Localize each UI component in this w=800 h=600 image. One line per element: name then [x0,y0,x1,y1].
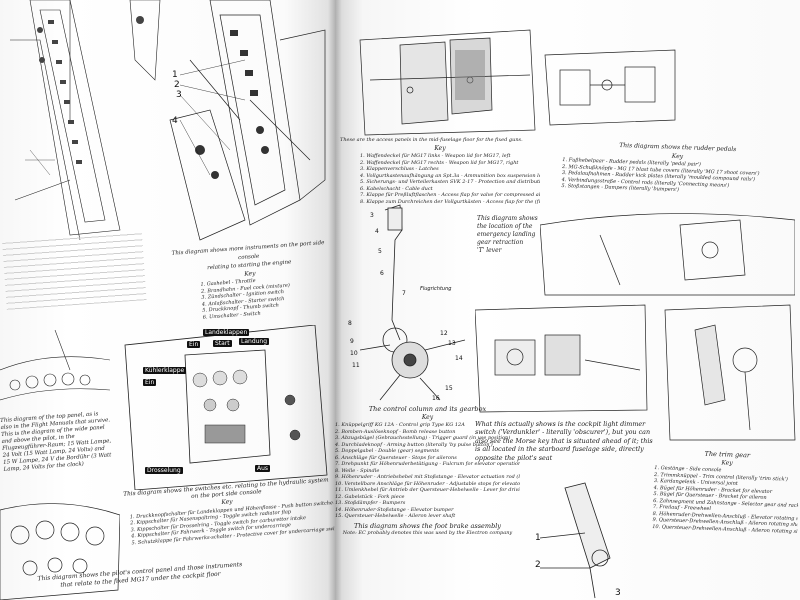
access-key-title: Key [434,144,446,152]
key-item: 3. Abzugsbügel (Gebrauchsstellung) - Tri… [335,435,511,442]
rudder-key-list: 1. Fußhebelpaar - Rudder pedals (literal… [561,157,792,198]
emergency-line: This diagram shows [477,215,538,222]
column-callout: 9 [350,338,354,345]
trim-key-list: 1. Gestänge - Side console 2. Trimmknüpp… [652,465,799,535]
footbrake-note: Note: EC probably denotes this was used … [342,530,513,537]
key-item: 13. Stoßdämpfer - Bumpers [335,500,406,507]
trim-callout-3: 3 [615,588,621,598]
lamps-note: This diagram of the top panel, as is als… [0,411,112,473]
key-item: 2. Bomben-Auslöseknopf - Bomb release bu… [335,428,456,435]
trim-gear-drawing [655,300,800,445]
column-callout: 12 [440,330,448,337]
emergency-line: 'T' lever [477,247,502,254]
key-item: 5. Sicherungs- und Verteilerkasten SVK 2… [360,179,540,186]
emergency-gear-caption: This diagram shows the location of the e… [477,215,547,255]
placard-ein: Ein [187,341,201,348]
emergency-line: emergency landing [477,231,536,238]
emergency-gear-lever-drawing [540,205,795,300]
key-item: 6. Kabelschacht - Cable duct [360,185,433,192]
column-callout: 7 [402,290,406,297]
key-item: 7. Klappe für Preßluftflaschen - Access … [360,192,540,199]
key-item: 9. Höhenruder - Antriebshebel mit Stoßst… [335,474,520,481]
key-item: 5. Doppelgabel - Double (gear) segments [335,448,439,455]
key-item: 10. Verstellbare Anschläge für Höhenrude… [335,480,520,487]
column-callout: 11 [352,362,360,369]
column-callout: 14 [455,355,463,362]
placard-start: Start [213,340,232,347]
column-callout: 16 [432,395,440,402]
access-key-list: 1. Waffendeckel für MG17 links - Weapon … [340,153,540,205]
key-item: 3. Klappenverschluss - Latches [360,166,439,173]
placard-aus: Aus [255,465,271,472]
column-callout: 4 [375,228,379,235]
placard-ein-2: Ein [143,379,157,386]
key-item: 11. Umlenkhebel für Antrieb der Quersteu… [335,487,520,494]
key-item: 8. Welle - Spindle [335,467,380,474]
placard-landung: Landung [239,338,270,345]
cockpit-light-dimmer-drawing [475,300,650,415]
overhead-lamps-drawing [0,330,110,410]
key-item: 1. Knüppelgriff KG 12A - Control grip Ty… [335,422,465,429]
callout-3: 3 [176,90,182,100]
column-callout: 13 [448,340,456,347]
left-faded-text [2,230,147,310]
column-key-list: 1. Knüppelgriff KG 12A - Control grip Ty… [335,422,520,520]
cockpit-side-panel-drawing [10,0,170,240]
column-callout: 10 [350,350,358,357]
callout-1: 1 [172,70,178,80]
column-callout: 8 [348,320,352,327]
column-caption: The control column and its gearbox [368,405,487,413]
emergency-line: gear retraction [477,239,524,246]
key-item: 15. Quersteuer-Hebelwelle - Aileron leve… [335,513,456,520]
key-item: 1. Waffendeckel für MG17 links - Weapon … [360,153,511,160]
column-key-title: Key [421,413,434,421]
rudder-caption-block: This diagram shows the rudder pedals Key… [561,140,793,198]
left-page: 1 2 3 4 This diagram shows more instrume… [0,0,335,600]
trim-callout-2: 2 [535,560,541,570]
key-item: 14. Höhenruder-Stoßstange - Elevator bum… [335,506,454,513]
key-item: 4. Durchladeknopf - Arming button (liter… [335,441,493,448]
placard-landeklappen: Landeklappen [203,329,250,336]
key-item: 7. Drehpunkt für Höhenruderbetätigung - … [335,461,520,468]
access-panels-caption-block: These are the access panels in the mid-f… [340,136,540,205]
trim-callout-1: 1 [535,533,541,543]
emergency-line: the location of the [477,223,533,230]
column-callout: 15 [445,385,453,392]
fuselage-access-panels-drawing [350,20,540,138]
trim-caption-block: The trim gear Key 1. Gestänge - Side con… [652,448,800,535]
column-caption-block: The control column and its gearbox Key 1… [335,405,520,537]
key-item: 12. Gabelstück - Fork piece [335,493,405,500]
left-faded-key-block [2,230,147,310]
footbrake-caption: This diagram shows the foot brake assemb… [354,521,501,530]
placard-kuehlerklappe: Kühlerklappe [143,367,187,374]
callout-2: 2 [174,80,180,90]
key-item: 6. Anschläge für Quersteuer - Stops for … [335,454,457,461]
hydraulic-switch-console-drawing: Landeklappen Ein Start Landung Kühlerkla… [115,325,330,490]
pilot-control-panel-drawing [0,490,120,600]
engine-start-console-drawing: 1 2 3 4 [150,0,330,245]
control-column-drawing: 3 4 5 6 7 8 9 10 11 12 13 14 15 16 Flugr… [340,200,475,405]
engine-start-caption-block: This diagram shows more instruments on t… [168,239,333,323]
access-panels-caption: These are the access panels in the mid-f… [340,137,523,143]
flugrichtung-label: Flugrichtung [420,286,452,292]
key-item: 2. Waffendeckel für MG17 rechts - Weapon… [360,159,519,166]
key-item: 4. Vollgurtkastenaufhängung an Spt.3a - … [360,172,540,179]
column-callout: 5 [378,248,382,255]
foot-brake-assembly-drawing: 1 2 3 [535,478,655,600]
book-gutter [328,0,342,600]
right-page: These are the access panels in the mid-f… [335,0,800,600]
key-item: 8. Klappe zum Durchreichen der Vollgurtk… [360,198,540,205]
callout-4: 4 [172,116,178,126]
cockpit-light-text: What this actually shows is the cockpit … [475,420,653,462]
rudder-pedals-drawing [540,45,680,130]
column-callout: 3 [370,212,374,219]
placard-drosselung: Drosselung [145,467,183,474]
column-callout: 6 [380,270,384,277]
